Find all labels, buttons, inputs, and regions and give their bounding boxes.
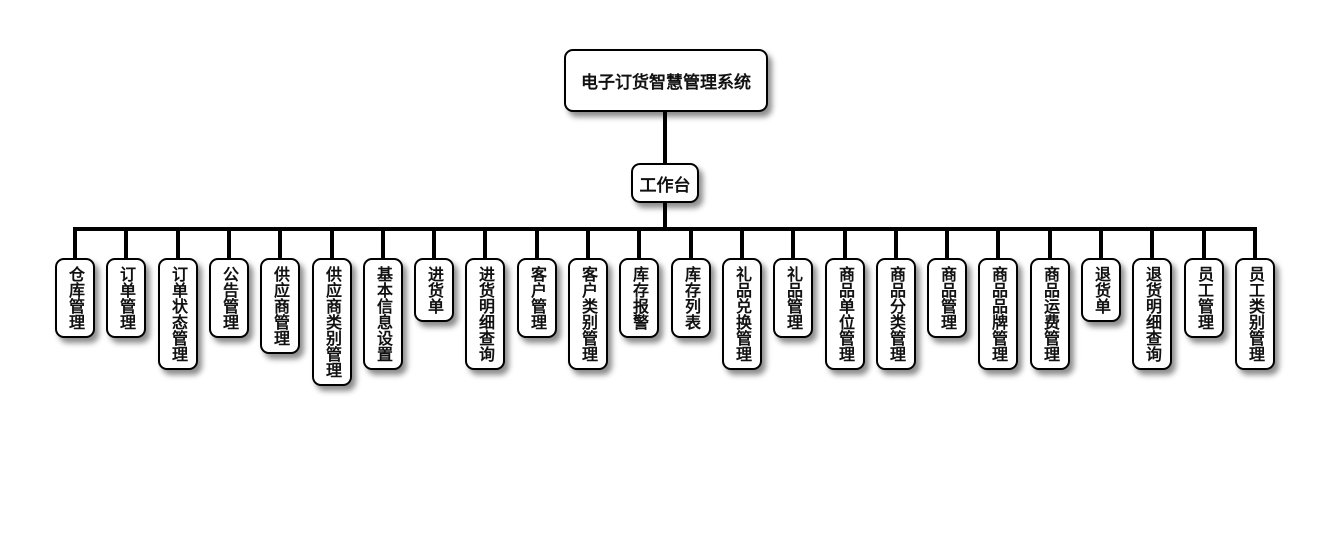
- module-node: 仓库管理: [55, 258, 95, 338]
- module-connector: [432, 229, 436, 259]
- module-label: 礼品兑换管理: [733, 266, 752, 362]
- workbench-connector: [663, 203, 667, 229]
- module-connector: [894, 229, 898, 259]
- module-node: 进货单: [414, 258, 454, 322]
- module-connector: [996, 229, 1000, 259]
- module-node: 公告管理: [209, 258, 249, 338]
- branch-bar: [73, 227, 1257, 231]
- module-connector: [689, 229, 693, 259]
- module-connector: [1048, 229, 1052, 259]
- module-label: 退货单: [1092, 266, 1111, 314]
- module-label: 库存报警: [630, 266, 649, 330]
- module-node: 商品单位管理: [825, 258, 865, 370]
- module-connector: [278, 229, 282, 259]
- module-connector: [176, 229, 180, 259]
- module-node: 供应商管理: [260, 258, 300, 354]
- module-connector: [1150, 229, 1154, 259]
- module-node: 基本信息设置: [363, 258, 403, 370]
- module-node: 员工类别管理: [1235, 258, 1275, 370]
- module-node: 退货单: [1081, 258, 1121, 322]
- module-node: 礼品管理: [773, 258, 813, 338]
- module-node: 库存报警: [619, 258, 659, 338]
- module-label: 员工管理: [1195, 266, 1214, 330]
- module-label: 订单管理: [117, 266, 136, 330]
- module-label: 礼品管理: [784, 266, 803, 330]
- module-connector: [1099, 229, 1103, 259]
- module-node: 进货明细查询: [465, 258, 505, 370]
- module-label: 商品品牌管理: [989, 266, 1008, 362]
- module-connector: [791, 229, 795, 259]
- module-connector: [73, 229, 77, 259]
- module-connector: [124, 229, 128, 259]
- module-label: 商品分类管理: [887, 266, 906, 362]
- module-label: 商品单位管理: [836, 266, 855, 362]
- module-connector: [330, 229, 334, 259]
- module-node: 库存列表: [671, 258, 711, 338]
- module-node: 客户类别管理: [568, 258, 608, 370]
- module-label: 供应商类别管理: [323, 266, 342, 378]
- module-node: 退货明细查询: [1132, 258, 1172, 370]
- module-connector: [945, 229, 949, 259]
- module-connector: [1202, 229, 1206, 259]
- module-connector: [381, 229, 385, 259]
- module-node: 员工管理: [1184, 258, 1224, 338]
- root-connector: [663, 112, 667, 163]
- module-connector: [586, 229, 590, 259]
- module-label: 公告管理: [220, 266, 239, 330]
- module-node: 礼品兑换管理: [722, 258, 762, 370]
- module-connector: [843, 229, 847, 259]
- module-label: 商品运费管理: [1041, 266, 1060, 362]
- root-node: 电子订货智慧管理系统: [564, 49, 768, 112]
- root-label: 电子订货智慧管理系统: [581, 73, 751, 93]
- module-label: 商品管理: [938, 266, 957, 330]
- module-connector: [1253, 229, 1257, 259]
- module-label: 客户类别管理: [579, 266, 598, 362]
- module-node: 订单状态管理: [158, 258, 198, 370]
- module-node: 商品运费管理: [1030, 258, 1070, 370]
- module-label: 仓库管理: [66, 266, 85, 330]
- module-connector: [483, 229, 487, 259]
- module-label: 基本信息设置: [374, 266, 393, 362]
- module-node: 客户管理: [517, 258, 557, 338]
- module-node: 订单管理: [106, 258, 146, 338]
- module-label: 进货明细查询: [476, 266, 495, 362]
- module-label: 供应商管理: [271, 266, 290, 346]
- module-connector: [740, 229, 744, 259]
- module-node: 商品管理: [927, 258, 967, 338]
- module-connector: [227, 229, 231, 259]
- module-node: 商品分类管理: [876, 258, 916, 370]
- module-label: 订单状态管理: [169, 266, 188, 362]
- module-connector: [535, 229, 539, 259]
- workbench-label: 工作台: [639, 175, 691, 196]
- module-label: 库存列表: [682, 266, 701, 330]
- module-node: 供应商类别管理: [312, 258, 352, 386]
- module-label: 退货明细查询: [1143, 266, 1162, 362]
- workbench-node: 工作台: [631, 163, 699, 203]
- module-node: 商品品牌管理: [978, 258, 1018, 370]
- module-label: 员工类别管理: [1246, 266, 1265, 362]
- module-label: 进货单: [425, 266, 444, 314]
- module-connector: [637, 229, 641, 259]
- module-label: 客户管理: [528, 266, 547, 330]
